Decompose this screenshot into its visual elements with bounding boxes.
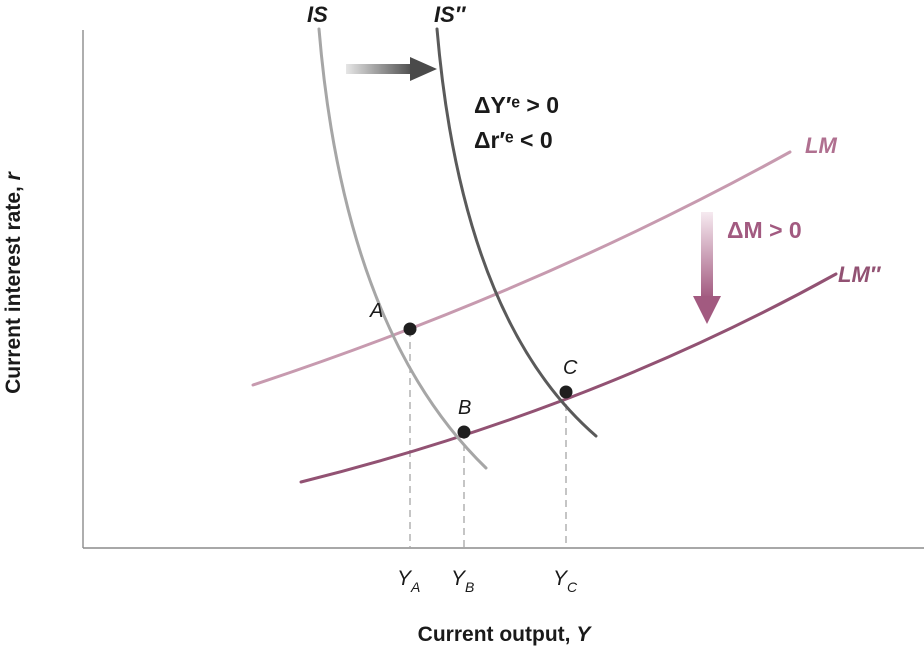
is-shifted-curve: [435, 27, 598, 438]
lm-curve: [251, 150, 792, 387]
delta-r-expected-label: Δr′ᵉ < 0: [474, 127, 553, 153]
point-a: [403, 322, 417, 336]
y-axis-title: Current interest rate, r: [2, 170, 25, 394]
tick-yc: YC: [553, 567, 578, 595]
point-c-label: C: [563, 357, 578, 379]
is-curve: [317, 27, 488, 470]
point-b-label: B: [458, 397, 471, 419]
lm-shifted-curve: [299, 272, 838, 484]
point-c: [559, 385, 573, 399]
tick-ya: YA: [397, 567, 420, 595]
is-shifted-label: IS″: [434, 2, 467, 27]
lm-shifted-label: LM″: [838, 262, 882, 287]
tick-yb: YB: [451, 567, 474, 595]
is-label: IS: [307, 2, 328, 27]
delta-m-label: ΔM > 0: [727, 217, 802, 243]
lm-label: LM: [805, 133, 837, 158]
delta-y-expected-label: ΔY′ᵉ > 0: [474, 92, 559, 118]
lm-shift-arrow: [693, 212, 721, 324]
point-a-label: A: [369, 300, 383, 322]
point-b: [457, 425, 471, 439]
x-axis-title: Current output, Y: [418, 623, 593, 646]
is-shift-arrow: [346, 57, 437, 81]
